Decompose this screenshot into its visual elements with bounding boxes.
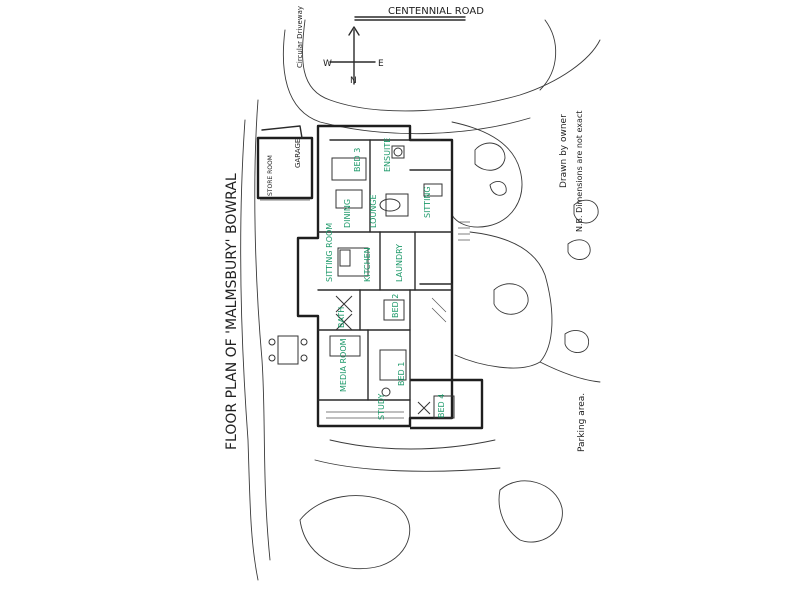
driveway-label: Circular Driveway [296, 6, 304, 68]
parking-label: Parking area. [577, 393, 587, 452]
room-label-laundry: LAUNDRY [395, 244, 404, 282]
driveway-and-hedges [240, 19, 601, 581]
room-label-study: STUDY [377, 393, 386, 420]
room-label-sitting: SITTING [423, 186, 432, 218]
compass-west: W [323, 59, 332, 69]
plan-title: FLOOR PLAN OF 'MALMSBURY' BOWRAL [224, 173, 240, 450]
road-label: CENTENNIAL ROAD [388, 6, 484, 17]
room-label-bed-2: BED 2 [391, 294, 400, 318]
room-label-bath: BATH [337, 307, 346, 328]
note-drawn-by: Drawn by owner [559, 114, 569, 188]
room-label-bed-3: BED 3 [353, 148, 362, 172]
outdoor-table [268, 335, 308, 365]
compass-north: N [350, 76, 357, 86]
deck-hatch [326, 221, 470, 419]
house-walls [296, 124, 484, 430]
furniture [329, 145, 455, 419]
store-room-label: STORE ROOM [267, 155, 274, 196]
room-label-media-room: MEDIA ROOM [339, 338, 348, 392]
road-line [354, 16, 466, 21]
compass-rose: N E W [323, 26, 384, 86]
room-label-bed-1: BED 1 [397, 362, 406, 386]
garage-label: GARAGE [294, 139, 302, 168]
room-label-kitchen: KITCHEN [363, 247, 372, 282]
room-label-ensuite: ENSUITE [383, 138, 392, 172]
room-label-bed-4: BED 4 [437, 394, 446, 418]
room-label-dining: DINING [343, 199, 352, 228]
garage-block [256, 125, 314, 201]
compass-east: E [378, 59, 384, 69]
room-label-sitting-room: SITTING ROOM [325, 223, 334, 282]
note-dimensions: N.B. Dimensions are not exact [575, 111, 584, 232]
room-label-lounge: LOUNGE [369, 194, 378, 228]
